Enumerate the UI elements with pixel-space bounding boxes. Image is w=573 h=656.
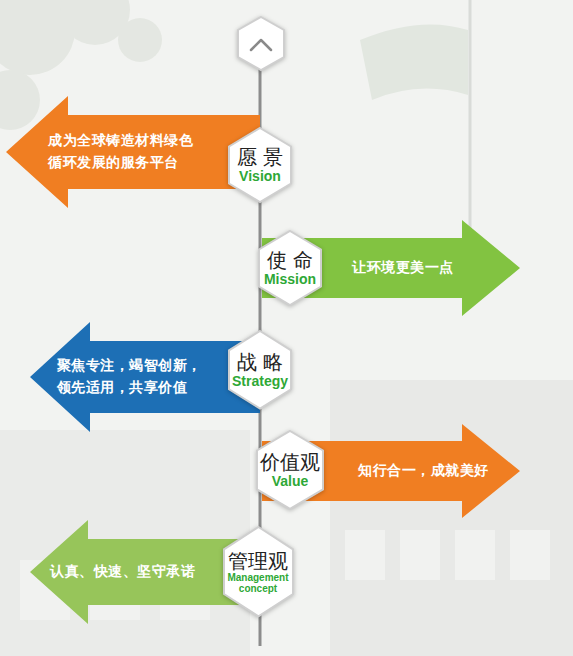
hexagon-outline — [229, 331, 291, 409]
english-subtitle: Strategy — [232, 373, 288, 389]
text-group: 知行合一，成就美好 — [358, 460, 489, 482]
english-subtitle: Mission — [264, 271, 316, 287]
hexagon-outline — [224, 527, 293, 616]
text-group: 管理观Management concept — [227, 550, 290, 594]
english-subtitle: Management concept — [227, 572, 290, 594]
heading-text: 管理观 — [227, 550, 290, 572]
heading-text: 价值观 — [260, 451, 320, 473]
top-hexagon — [238, 17, 284, 70]
timeline-connector — [259, 409, 262, 449]
value-hexagon: 价值观Value — [257, 431, 323, 509]
english-subtitle: Vision — [237, 168, 283, 184]
management-arrow: 认真、快速、坚守承诺 — [30, 520, 256, 624]
statement-text: 让环境更美一点 — [352, 257, 454, 279]
arrow-shape — [6, 96, 260, 208]
tree-foliage — [118, 18, 162, 62]
timeline-connector — [259, 202, 262, 249]
text-group: 让环境更美一点 — [352, 257, 454, 279]
english-subtitle: Value — [260, 473, 320, 489]
heading-text: 使 命 — [264, 249, 316, 271]
text-group: 聚焦专注，竭智创新， 领先适用，共享价值 — [57, 355, 205, 398]
tree-foliage — [0, 70, 40, 130]
arrow-body — [262, 220, 520, 316]
text-group: 认真、快速、坚守承诺 — [50, 561, 195, 583]
window — [455, 530, 495, 580]
faded-flag — [360, 24, 468, 100]
up-chevron — [251, 40, 271, 50]
window — [400, 530, 440, 580]
statement-text: 知行合一，成就美好 — [358, 460, 489, 482]
timeline-connector — [259, 287, 262, 331]
text-group: 成为全球铸造材料绿色 循环发展的服务平台 — [48, 130, 196, 173]
strategy-hexagon: 战 略Strategy — [229, 331, 291, 409]
text-group: 价值观Value — [260, 451, 320, 489]
strategy-arrow: 聚焦专注，竭智创新， 领先适用，共享价值 — [30, 322, 260, 432]
faded-building — [330, 380, 573, 656]
mission-hexagon: 使 命Mission — [259, 231, 321, 305]
hexagon-outline — [229, 128, 291, 202]
text-group: 愿 景Vision — [237, 146, 283, 184]
heading-text: 战 略 — [232, 351, 288, 373]
vision-hexagon: 愿 景Vision — [229, 128, 291, 202]
heading-text: 愿 景 — [237, 146, 283, 168]
statement-text: 认真、快速、坚守承诺 — [50, 561, 195, 583]
management-hexagon: 管理观Management concept — [224, 527, 293, 616]
statement-text: 成为全球铸造材料绿色 循环发展的服务平台 — [48, 130, 196, 173]
arrow-shape — [30, 322, 260, 432]
text-group: 使 命Mission — [264, 249, 316, 287]
window — [510, 530, 550, 580]
arrow-body — [6, 96, 260, 208]
faded-tree — [0, 0, 162, 130]
arrow-body — [262, 424, 520, 518]
arrow-body — [30, 322, 260, 432]
window — [345, 530, 385, 580]
statement-text: 聚焦专注，竭智创新， 领先适用，共享价值 — [57, 355, 205, 398]
flag-pole — [469, 0, 472, 230]
text-group: 战 略Strategy — [232, 351, 288, 389]
timeline-connector — [259, 491, 262, 528]
arrow-body — [30, 520, 256, 624]
vision-arrow: 成为全球铸造材料绿色 循环发展的服务平台 — [6, 96, 260, 208]
